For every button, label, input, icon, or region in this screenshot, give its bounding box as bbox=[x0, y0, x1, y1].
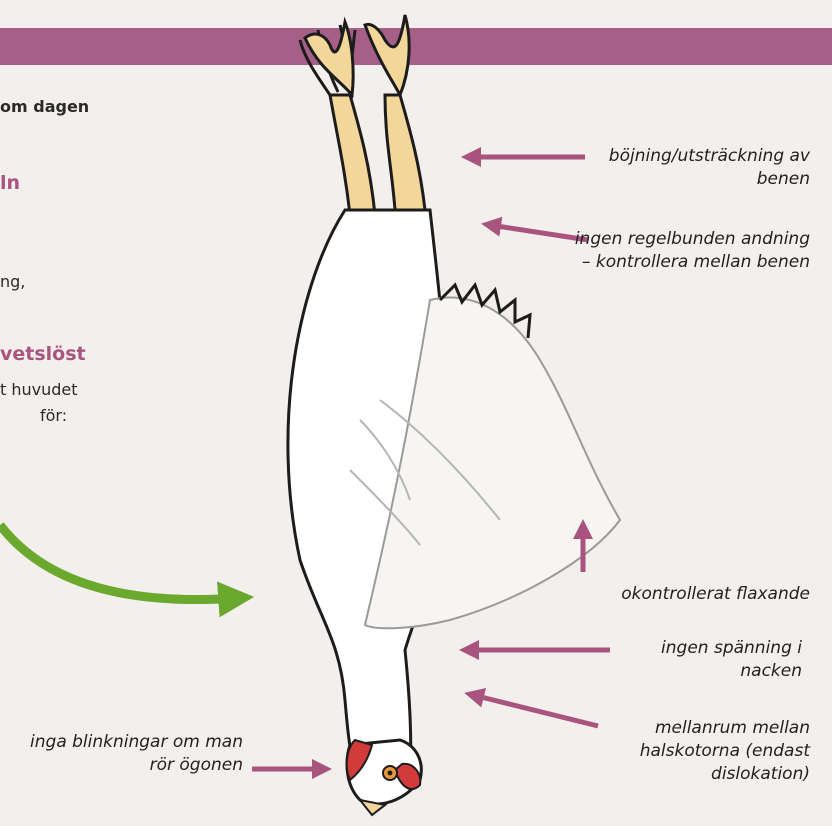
annotation-legs-flex: böjning/utsträckning av benen bbox=[580, 145, 810, 191]
annotation-breathing: ingen regelbunden andning – kontrollera … bbox=[570, 228, 810, 274]
annotation-blinking: inga blinkningar om man rör ögonen bbox=[18, 731, 243, 777]
hanging-chicken-illustration bbox=[288, 15, 620, 815]
annotation-vertebrae-gap: mellanrum mellan halskotorna (endast dis… bbox=[570, 717, 810, 786]
annotation-neck-tension: ingen spänning i nacken bbox=[622, 637, 802, 683]
annotation-flapping: okontrollerat flaxande bbox=[540, 583, 810, 606]
green-arrow bbox=[0, 525, 238, 600]
